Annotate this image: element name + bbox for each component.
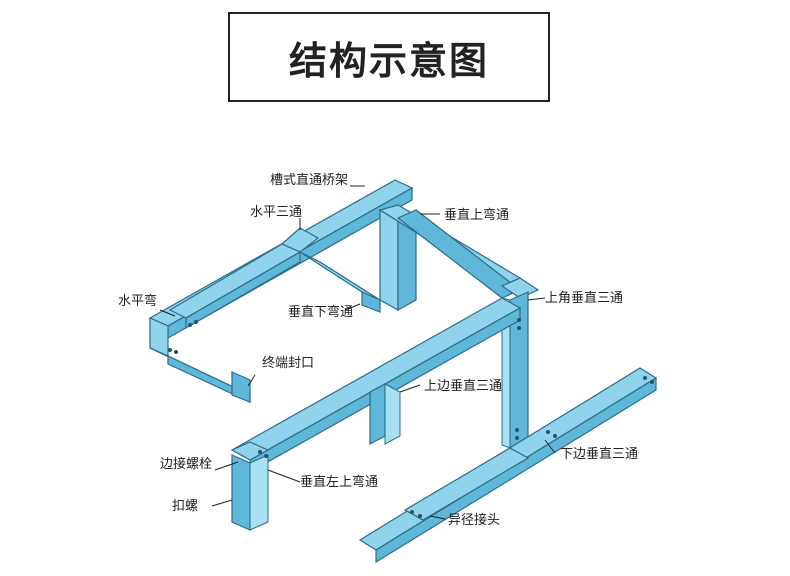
label-horizontal-tee: 水平三通 (250, 205, 302, 220)
label-reducer: 异径接头 (448, 512, 500, 528)
horizontal-tee (168, 227, 381, 330)
label-lower-side-vertical-tee: 下边垂直三通 (560, 447, 638, 462)
upper-corner-vertical-tee (500, 277, 540, 449)
label-end-cap: 终端封口 (262, 355, 314, 371)
horizontal-bend (149, 317, 251, 403)
label-vertical-up-bend: 垂直上弯通 (444, 207, 509, 223)
label-straight-tray: 槽式直通桥架 (270, 173, 348, 188)
title-frame: 结构示意图 (228, 12, 550, 102)
label-vertical-down-bend: 垂直下弯通 (288, 304, 353, 320)
upper-side-vertical-tee (369, 383, 401, 445)
label-upper-corner-vertical-tee: 上角垂直三通 (545, 291, 623, 306)
label-side-bolt: 边接螺栓 (160, 456, 212, 472)
diagram-title: 结构示意图 (288, 38, 489, 83)
label-vertical-left-up-bend: 垂直左上弯通 (300, 474, 378, 490)
bolt-markers (168, 318, 654, 518)
label-clip: 扣螺 (172, 499, 198, 514)
label-horizontal-bend: 水平弯 (118, 293, 157, 309)
vertical-down-bend (378, 204, 522, 312)
vertical-left-up-bend (230, 441, 270, 531)
lower-link (403, 447, 530, 521)
leader-lines (159, 185, 556, 520)
label-upper-side-vertical-tee: 上边垂直三通 (424, 379, 502, 394)
